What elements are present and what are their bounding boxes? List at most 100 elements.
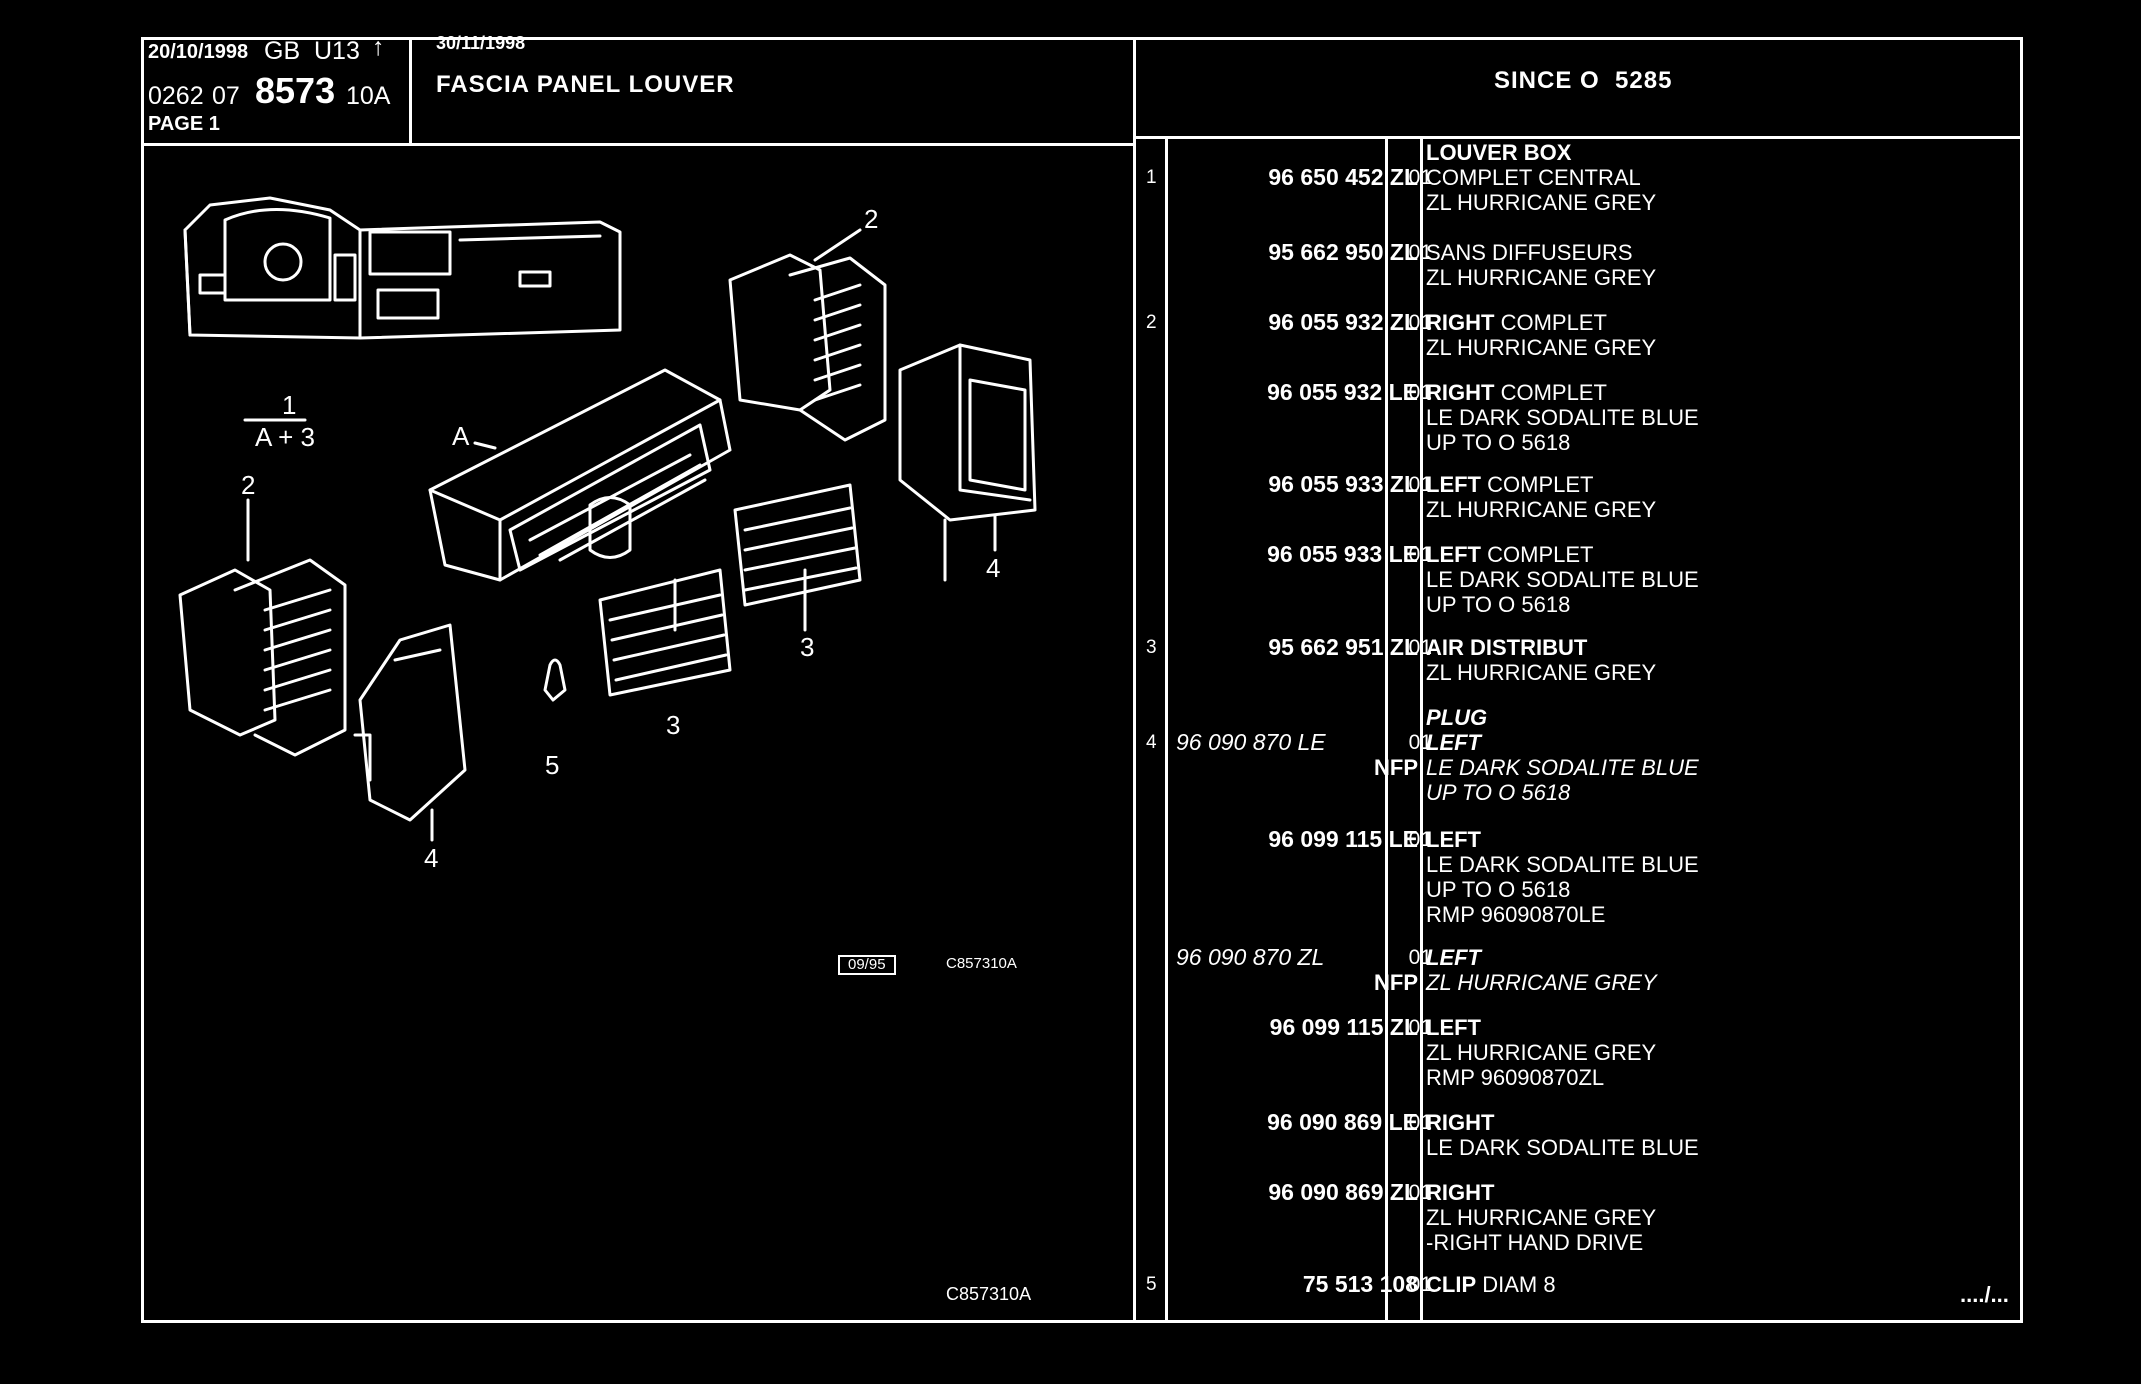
header-divider xyxy=(141,143,1133,146)
description-text: ZL HURRICANE GREY xyxy=(1426,660,1657,685)
description-text: ZL HURRICANE GREY xyxy=(1426,190,1657,215)
description-line: LEFT xyxy=(1426,827,1926,852)
header-vdivider xyxy=(409,37,412,144)
part-reference: 95 662 950 ZL xyxy=(1268,239,1418,265)
part-quantity: 01 xyxy=(1408,473,1432,496)
description-keyword: LEFT xyxy=(1426,542,1481,567)
part-quantity: 01 xyxy=(1408,636,1432,659)
part-quantity: 01 xyxy=(1408,1111,1432,1134)
description-keyword: LEFT xyxy=(1426,827,1481,852)
description-line: UP TO O 5618 xyxy=(1426,592,1926,617)
header-model: U13 xyxy=(314,37,360,65)
description-line: RIGHT COMPLET xyxy=(1426,310,1926,335)
header-ref-big: 8573 xyxy=(255,70,336,111)
stamp-date: 09/95 xyxy=(838,955,896,975)
part-reference: 96 090 869 LE xyxy=(1267,1109,1418,1135)
part-quantity: 01 xyxy=(1408,946,1432,969)
description-text: ZL HURRICANE GREY xyxy=(1426,1205,1657,1230)
part-item-number: 2 xyxy=(1146,312,1157,333)
header-ref-suffix: 10A xyxy=(346,82,391,110)
part-nfp-flag: NFP xyxy=(1374,970,1418,995)
description-line: LOUVER BOX xyxy=(1426,140,1926,165)
description-text: LE DARK SODALITE BLUE xyxy=(1426,567,1699,592)
description-keyword: LEFT xyxy=(1426,1015,1481,1040)
main-vdivider xyxy=(1133,37,1136,1323)
description-text: UP TO O 5618 xyxy=(1426,780,1571,805)
header-code1: 0262 xyxy=(148,82,204,110)
part-reference: 96 055 932 LE xyxy=(1267,379,1418,405)
description-text: ZL HURRICANE GREY xyxy=(1426,1040,1657,1065)
description-text: ZL HURRICANE GREY xyxy=(1426,335,1657,360)
description-line: ZL HURRICANE GREY xyxy=(1426,190,1926,215)
part-quantity: 01 xyxy=(1408,1181,1432,1204)
description-line: LE DARK SODALITE BLUE xyxy=(1426,405,1926,430)
header-date2: 30/11/1998 xyxy=(436,33,526,53)
page-frame xyxy=(141,37,2023,1323)
description-text: COMPLET xyxy=(1481,542,1594,567)
description-text: LE DARK SODALITE BLUE xyxy=(1426,405,1699,430)
callout-5: 5 xyxy=(545,750,560,780)
part-quantity: 01 xyxy=(1408,311,1432,334)
header-date: 20/10/1998 xyxy=(148,41,249,63)
description-text: RMP 96090870LE xyxy=(1426,902,1606,927)
description-text: UP TO O 5618 xyxy=(1426,592,1571,617)
header-page: PAGE 1 xyxy=(148,113,220,135)
description-text: LE DARK SODALITE BLUE xyxy=(1426,755,1699,780)
part-quantity: 01 xyxy=(1408,828,1432,851)
description-line: ZL HURRICANE GREY xyxy=(1426,265,1926,290)
air-distributor-3-illustration xyxy=(598,483,862,697)
part-quantity: 01 xyxy=(1408,1273,1432,1296)
part-item-number: 4 xyxy=(1146,732,1157,753)
callout-4-lower: 4 xyxy=(424,843,439,873)
description-line: LE DARK SODALITE BLUE xyxy=(1426,755,1926,780)
description-line: LEFT COMPLET xyxy=(1426,472,1926,497)
description-line: LEFT xyxy=(1426,1015,1926,1040)
part-reference: 96 055 933 ZL xyxy=(1268,471,1418,497)
louver-2-lower-illustration xyxy=(178,558,347,757)
part-reference: 75 513 108 xyxy=(1302,1271,1418,1297)
description-text: COMPLET xyxy=(1494,380,1607,405)
header-market: GB xyxy=(264,37,301,65)
description-line: ZL HURRICANE GREY xyxy=(1426,497,1926,522)
table-vdivider-1 xyxy=(1165,138,1168,1323)
description-text: DIAM 8 xyxy=(1476,1272,1556,1297)
leader-lines xyxy=(243,228,997,842)
description-line: RIGHT xyxy=(1426,1180,1926,1205)
callout-3-upper: 3 xyxy=(800,632,815,662)
description-line: LE DARK SODALITE BLUE xyxy=(1426,1135,1926,1160)
description-line: LEFT COMPLET xyxy=(1426,542,1926,567)
description-line: SANS DIFFUSEURS xyxy=(1426,240,1926,265)
part-reference: 96 090 870 LE xyxy=(1176,729,1326,755)
description-line: LEFT xyxy=(1426,945,1926,970)
callout-3-lower: 3 xyxy=(666,710,681,740)
description-line: PLUG xyxy=(1426,705,1926,730)
plug-4-upper-illustration xyxy=(898,343,1037,582)
description-text: -RIGHT HAND DRIVE xyxy=(1426,1230,1644,1255)
part-quantity: 01 xyxy=(1408,381,1432,404)
description-keyword: LEFT xyxy=(1426,472,1481,497)
description-line: RMP 96090870ZL xyxy=(1426,1065,1926,1090)
description-keyword: RIGHT xyxy=(1426,380,1495,405)
part-quantity: 01 xyxy=(1408,166,1432,189)
part-item-number: 3 xyxy=(1146,637,1157,658)
description-text: SANS DIFFUSEURS xyxy=(1426,240,1633,265)
description-line: UP TO O 5618 xyxy=(1426,877,1926,902)
description-line: AIR DISTRIBUT xyxy=(1426,635,1926,660)
description-text: ZL HURRICANE GREY xyxy=(1426,265,1657,290)
description-text: LE DARK SODALITE BLUE xyxy=(1426,852,1699,877)
callout-2-upper: 2 xyxy=(864,204,879,234)
description-keyword: LEFT xyxy=(1426,945,1481,970)
clip-5-illustration xyxy=(543,658,567,702)
description-text: UP TO O 5618 xyxy=(1426,430,1571,455)
callout-1: 1 xyxy=(282,390,297,420)
description-keyword: PLUG xyxy=(1426,705,1488,730)
description-keyword: CLIP xyxy=(1426,1272,1477,1297)
description-line: RMP 96090870LE xyxy=(1426,902,1926,927)
